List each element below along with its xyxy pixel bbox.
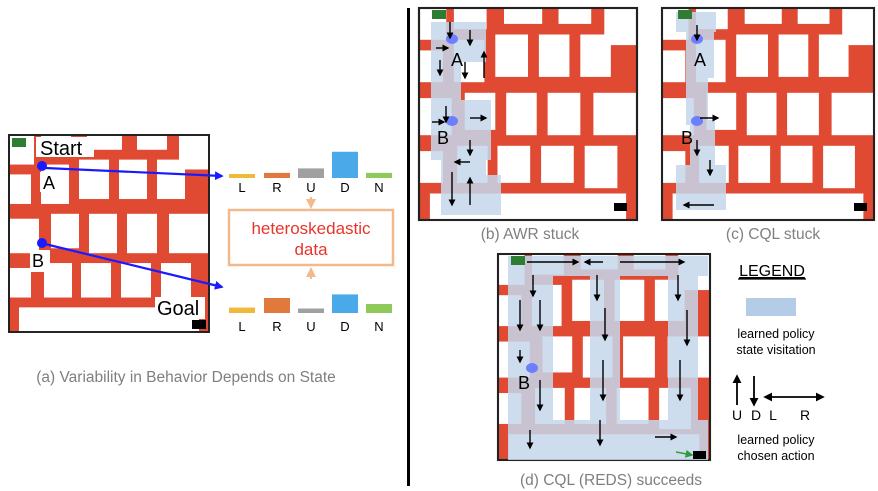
caption-b: (b) AWR stuck xyxy=(481,226,580,243)
state-b-label-d: B xyxy=(518,373,530,393)
start-cell-c xyxy=(678,10,692,19)
bottom-label-r: R xyxy=(272,319,281,334)
agent-d-b xyxy=(526,363,538,373)
state-b-label-b: B xyxy=(437,128,449,148)
panel-b: A B (b) AWR stuck xyxy=(417,6,639,243)
legend-visitation-swatch xyxy=(746,298,796,316)
panel-c-arrows xyxy=(682,25,720,209)
state-a-label-b: A xyxy=(451,50,463,70)
legend: LEGEND learned policy state visitation U… xyxy=(732,263,825,463)
bottom-label-n: N xyxy=(374,319,383,334)
caption-d: (d) CQL (REDS) succeeds xyxy=(520,472,702,489)
bottom-bar-d xyxy=(332,294,358,313)
final-arrow-d xyxy=(675,449,694,458)
top-label-r: R xyxy=(272,180,281,195)
top-action-bars xyxy=(229,151,392,178)
top-label-u: U xyxy=(306,180,315,195)
bottom-label-l: L xyxy=(238,319,245,334)
panel-b-visitation xyxy=(431,22,501,215)
bottom-bar-u xyxy=(298,308,324,313)
top-label-l: L xyxy=(238,180,245,195)
state-b-dot xyxy=(37,238,47,248)
panel-c: A B (c) CQL stuck xyxy=(660,6,876,243)
top-bar-r xyxy=(264,172,290,178)
top-label-n: N xyxy=(374,180,383,195)
legend-label-u: U xyxy=(732,407,742,423)
bottom-bar-l xyxy=(229,307,255,313)
state-a-label: A xyxy=(43,173,55,193)
bottom-label-u: U xyxy=(306,319,315,334)
heteroskedastic-box xyxy=(227,208,395,267)
heteroskedastic-text-2: data xyxy=(294,240,328,259)
legend-label-l: L xyxy=(769,407,777,423)
panel-b-arrows xyxy=(432,22,488,207)
agent-b-b xyxy=(446,116,458,126)
legend-visitation-line2: state visitation xyxy=(736,343,815,357)
bottom-action-labels: L R U D N xyxy=(238,319,383,334)
state-b-label: B xyxy=(32,251,44,271)
goal-label: Goal xyxy=(157,298,199,320)
legend-title: LEGEND xyxy=(739,263,805,280)
panel-a: Start Goal A B L R U D N heteroskedastic… xyxy=(8,134,395,386)
legend-action-line2: chosen action xyxy=(737,449,814,463)
legend-label-r: R xyxy=(800,407,810,423)
legend-visitation-line1: learned policy xyxy=(737,327,815,341)
goal-cell xyxy=(192,320,206,329)
panel-d: B (d) CQL (REDS) succeeds xyxy=(496,252,712,489)
legend-action-line1: learned policy xyxy=(737,433,815,447)
top-action-labels: L R U D N xyxy=(238,180,383,195)
start-cell-b xyxy=(432,10,446,19)
top-bar-n xyxy=(366,172,392,178)
top-bar-l xyxy=(229,174,255,178)
bottom-action-bars xyxy=(229,294,392,313)
bottom-label-d: D xyxy=(340,319,349,334)
start-cell-d xyxy=(511,256,525,265)
caption-c: (c) CQL stuck xyxy=(726,226,820,243)
goal-cell-d xyxy=(693,451,706,459)
goal-cell-b xyxy=(614,203,627,211)
legend-arrows xyxy=(732,374,825,407)
start-label: Start xyxy=(40,138,83,160)
top-label-d: D xyxy=(340,180,349,195)
agent-b-a xyxy=(446,34,458,44)
bottom-bar-n xyxy=(366,304,392,313)
state-a-dot xyxy=(37,161,47,171)
arrow-a-to-top-bars xyxy=(44,166,224,181)
start-cell xyxy=(12,138,26,147)
legend-label-d: D xyxy=(751,407,761,423)
panel-divider xyxy=(407,8,410,486)
state-a-label-c: A xyxy=(694,50,706,70)
top-bar-d xyxy=(332,151,358,178)
bottom-bar-r xyxy=(264,298,290,313)
heteroskedastic-text-1: heteroskedastic xyxy=(251,219,371,238)
top-bar-u xyxy=(298,168,324,178)
panel-d-arrows xyxy=(516,258,691,450)
arrow-b-to-bottom-bars xyxy=(44,242,224,290)
caption-a: (a) Variability in Behavior Depends on S… xyxy=(36,369,336,386)
goal-cell-c xyxy=(854,203,867,211)
state-b-label-c: B xyxy=(681,128,693,148)
